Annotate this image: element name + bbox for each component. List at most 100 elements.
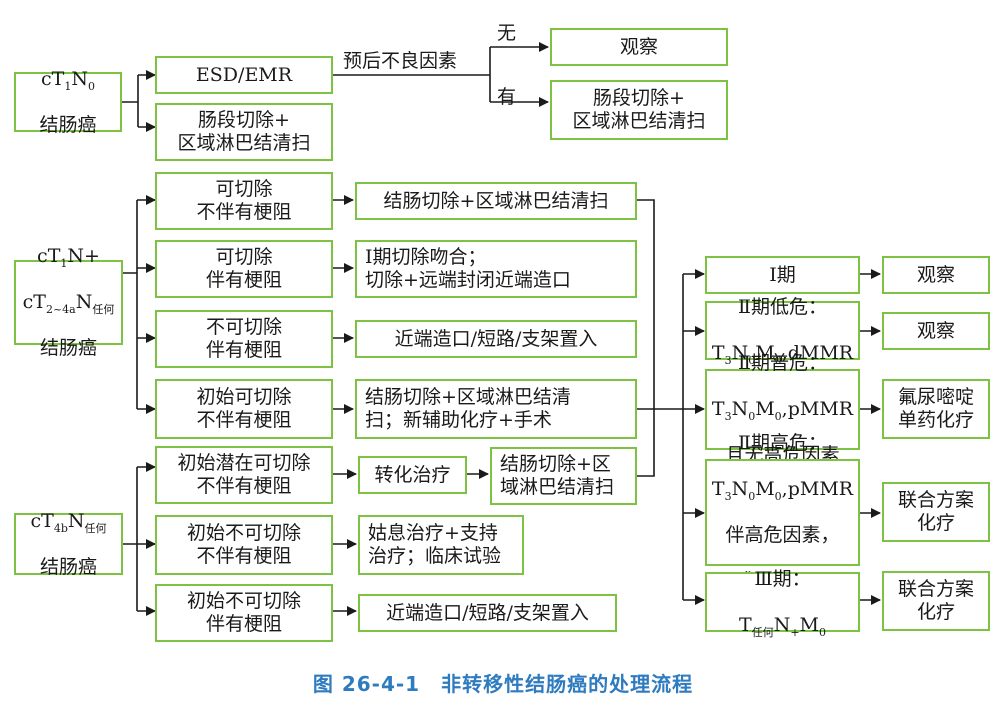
node-ct1n-ct2-4a: cT1N+ cT2~4aN任何 结肠癌 (14, 245, 123, 359)
stage-ii-low-line2: T3N0M0,dMMR (711, 342, 854, 367)
stage-ii-high-m-sub: 0 (774, 489, 782, 503)
node-colon-resection-1: 结肠切除+区域淋巴结清扫 (355, 182, 637, 220)
node-mid-l2a-sub: 2~4a (45, 302, 76, 316)
node-ct4b-line2: 结肠癌 (39, 555, 97, 578)
node-resectable-no-obstruction: 可切除 不伴有梗阻 (155, 172, 333, 230)
node-stage-iii: Ⅲ期： T任何N+M0 (705, 568, 860, 637)
stage-iii-t-sub: 任何 (751, 625, 774, 639)
node-colon-resection-2: 结肠切除+区 域淋巴结清扫 (490, 447, 637, 505)
yes-label: 有 (497, 86, 517, 108)
stage-ii-low-t: T (711, 342, 725, 364)
node-unresectable-obstruction: 不可切除 伴有梗阻 (155, 310, 333, 368)
stage-iii-n: N (773, 613, 791, 636)
stage-ii-high-line3: 伴高危因素， (725, 524, 840, 546)
node-initial-resectable: 初始可切除 不伴有梗阻 (155, 379, 333, 439)
connector-t4b-trunk (123, 467, 138, 611)
node-proximal-stoma-2: 近端造口/短路/支架置入 (358, 594, 617, 632)
node-mid-line1: cT1N+ (23, 245, 115, 270)
node-mid-line3: 结肠癌 (39, 337, 97, 359)
node-mid-l1a: cT (37, 245, 61, 267)
connector-mid-trunk (123, 200, 138, 409)
connector-esd-prognosis (333, 47, 491, 102)
stage-ii-high-n: N (731, 478, 749, 500)
stage-ii-high-m: M (755, 478, 775, 500)
stage-ii-high-t: T (711, 478, 725, 500)
stage-iii-n-sub: + (790, 625, 800, 639)
no-label: 无 (497, 22, 517, 44)
stage-iii-line1: Ⅲ期： (754, 567, 811, 590)
stage-ii-low-t-sub: 3 (724, 353, 732, 367)
node-potential-resectable: 初始潜在可切除 不伴有梗阻 (155, 446, 333, 504)
stage-iii-m-sub: 0 (819, 625, 826, 639)
stage-ii-low-m: M (755, 342, 775, 364)
figure-caption: 图 26-4-1 非转移性结肠癌的处理流程 (312, 672, 694, 696)
node-initial-unresectable-no-obstruction: 初始不可切除 不伴有梗阻 (155, 515, 333, 575)
node-stage-ii-low: Ⅱ期低危： T3N0M0,dMMR (705, 296, 860, 366)
node-ct4b-line1: cT4bN任何 (30, 509, 107, 535)
stage-ii-low-m-sub: 0 (774, 353, 782, 367)
connector-merge-top (637, 199, 655, 477)
stage-ii-high-n-sub: 0 (748, 489, 756, 503)
node-observe-b: 观察 (882, 256, 990, 294)
node-mid-l2b-sub: 任何 (92, 302, 115, 316)
poor-prognosis-label: 预后不良因素 (343, 50, 458, 72)
node-stage-ii-low-text: Ⅱ期低危： T3N0M0,dMMR (712, 273, 853, 388)
node-esd-emr: ESD/EMR (155, 56, 333, 94)
node-conversion-therapy: 转化治疗 (358, 456, 467, 494)
node-stage-iii-text: Ⅲ期： T任何N+M0 (739, 545, 826, 660)
node-initial-unresectable-obstruction: 初始不可切除 伴有梗阻 (155, 584, 333, 642)
node-ct4b-n: N (67, 509, 85, 532)
node-combination-chemo-2: 联合方案 化疗 (882, 571, 990, 631)
stage-ii-gen-n: N (731, 398, 749, 420)
stage-ii-low-line1: Ⅱ期低危： (738, 296, 827, 318)
node-ct1n0-n: N (71, 67, 88, 90)
node-ct1n0-text: cT1N0 结肠癌 (39, 45, 96, 160)
node-ct1n0-t-sub: 1 (64, 79, 72, 93)
node-bowel-resect-a: 肠段切除+ 区域淋巴结清扫 (155, 103, 333, 161)
stage-ii-high-line1: Ⅱ期高危： (738, 432, 827, 454)
stage-ii-gen-line2: T3N0M0,pMMR (711, 398, 854, 423)
stage-ii-gen-m: M (755, 398, 775, 420)
node-observe-c: 观察 (882, 312, 990, 350)
stage-ii-high-t-sub: 3 (724, 489, 732, 503)
stage-ii-low-n: N (731, 342, 749, 364)
node-ct1n0: cT1N0 结肠癌 (14, 68, 122, 136)
stage-iii-t: T (739, 613, 752, 636)
stage-iii-m: M (799, 613, 819, 636)
stage-iii-line2: T任何N+M0 (739, 613, 826, 639)
node-ct1n0-n-sub: 0 (87, 79, 95, 93)
node-ct4b: cT4bN任何 结肠癌 (14, 510, 123, 578)
stage-ii-gen-t: T (711, 398, 725, 420)
node-mid-line2: cT2~4aN任何 (22, 291, 115, 316)
node-resectable-obstruction: 可切除 伴有梗阻 (155, 240, 333, 298)
node-ct4b-text: cT4bN任何 结肠癌 (31, 487, 107, 602)
node-proximal-stoma-1: 近端造口/短路/支架置入 (355, 320, 637, 358)
stage-ii-high-tail: ,pMMR (781, 478, 854, 500)
node-stage-ii-general-text: Ⅱ期普危： T3N0M0,pMMR 且无高危因素 (712, 329, 853, 490)
stage-ii-gen-m-sub: 0 (774, 409, 782, 423)
node-ct1n0-line1: cT1N0 (39, 67, 96, 93)
node-ct4b-t: cT (30, 509, 54, 532)
node-combination-chemo-1: 联合方案 化疗 (882, 482, 990, 542)
node-stage-i: Ⅰ期 (705, 256, 860, 294)
stage-ii-low-n-sub: 0 (748, 353, 756, 367)
node-ct1n0-line2: 结肠癌 (39, 113, 97, 136)
node-mid-l1b: N+ (67, 245, 100, 267)
node-palliative-care: 姑息治疗+支持 治疗；临床试验 (358, 515, 524, 575)
node-mid-l1a-sub: 1 (60, 256, 68, 270)
node-ct1n-ct2-4a-text: cT1N+ cT2~4aN任何 结肠癌 (23, 222, 115, 383)
connector-t1n0-trunk (122, 75, 139, 127)
node-observe-a: 观察 (550, 28, 728, 66)
node-stage-ii-general: Ⅱ期普危： T3N0M0,pMMR 且无高危因素 (705, 352, 860, 466)
connector-layer (122, 42, 881, 616)
node-ct4b-t-sub: 4b (53, 521, 68, 535)
node-stage1-anastomosis: Ⅰ期切除吻合； 切除+远端封闭近端造口 (355, 240, 637, 298)
node-bowel-resect-b: 肠段切除+ 区域淋巴结清扫 (550, 80, 728, 140)
stage-ii-gen-line1: Ⅱ期普危： (738, 352, 827, 374)
stage-ii-low-tail: ,dMMR (781, 342, 854, 364)
node-mid-l2a: cT (22, 291, 46, 313)
node-ct1n0-t: cT (41, 67, 65, 90)
stage-ii-gen-tail: ,pMMR (781, 398, 854, 420)
node-fluorouracil: 氟尿嘧啶 单药化疗 (882, 379, 990, 439)
